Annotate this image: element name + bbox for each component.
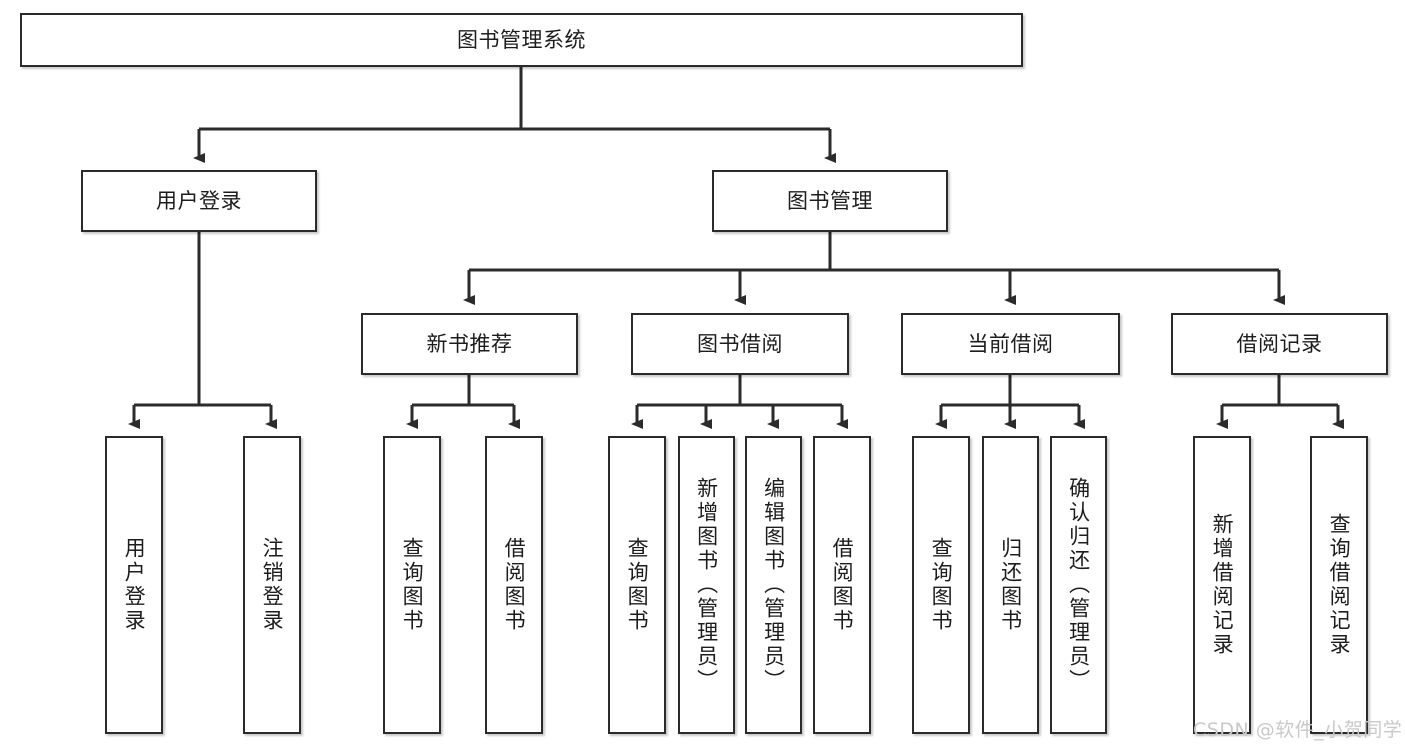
node-book-borrow-label: 图书借阅: [697, 331, 783, 356]
leaf-book-borrow-edit-label: 编辑图书（管理员）: [761, 477, 786, 693]
leaf-new-book-borrow-label: 借阅图书: [502, 537, 527, 633]
leaf-book-borrow-borrow-label: 借阅图书: [830, 537, 855, 633]
leaf-current-borrow-confirm-label: 确认归还（管理员）: [1066, 477, 1091, 693]
node-borrow-record-label: 借阅记录: [1236, 331, 1323, 356]
leaf-book-borrow-add-label: 新增图书（管理员）: [694, 477, 719, 693]
node-new-book-recommend-label: 新书推荐: [426, 331, 513, 356]
leaf-borrow-record-query[interactable]: 查询借阅记录: [1310, 436, 1368, 734]
leaf-book-borrow-add[interactable]: 新增图书（管理员）: [678, 436, 735, 734]
node-user-login-label: 用户登录: [156, 188, 242, 213]
leaf-user-login-signout-label: 注销登录: [260, 537, 285, 633]
leaf-new-book-borrow[interactable]: 借阅图书: [485, 436, 543, 734]
leaf-book-borrow-borrow[interactable]: 借阅图书: [813, 436, 871, 734]
leaf-current-borrow-return-label: 归还图书: [998, 537, 1023, 633]
leaf-user-login-signin-label: 用户登录: [122, 537, 147, 633]
leaf-user-login-signout[interactable]: 注销登录: [243, 436, 301, 734]
leaf-borrow-record-add[interactable]: 新增借阅记录: [1193, 436, 1251, 734]
node-book-management[interactable]: 图书管理: [712, 170, 948, 232]
leaf-book-borrow-query-label: 查询图书: [625, 537, 650, 633]
leaf-borrow-record-query-label: 查询借阅记录: [1327, 513, 1352, 657]
leaf-borrow-record-add-label: 新增借阅记录: [1210, 513, 1235, 657]
leaf-book-borrow-edit[interactable]: 编辑图书（管理员）: [745, 436, 802, 734]
node-current-borrow-label: 当前借阅: [967, 331, 1054, 356]
node-borrow-record[interactable]: 借阅记录: [1171, 313, 1388, 375]
leaf-current-borrow-confirm[interactable]: 确认归还（管理员）: [1050, 436, 1107, 734]
leaf-new-book-query-label: 查询图书: [400, 537, 425, 633]
node-root[interactable]: 图书管理系统: [20, 13, 1023, 67]
node-book-management-label: 图书管理: [787, 188, 873, 213]
leaf-current-borrow-return[interactable]: 归还图书: [982, 436, 1039, 734]
node-user-login[interactable]: 用户登录: [81, 170, 317, 232]
leaf-new-book-query[interactable]: 查询图书: [383, 436, 441, 734]
node-root-label: 图书管理系统: [457, 27, 586, 52]
leaf-book-borrow-query[interactable]: 查询图书: [608, 436, 666, 734]
node-current-borrow[interactable]: 当前借阅: [901, 313, 1120, 375]
node-book-borrow[interactable]: 图书借阅: [631, 313, 849, 375]
leaf-current-borrow-query-label: 查询图书: [929, 537, 954, 633]
leaf-user-login-signin[interactable]: 用户登录: [105, 436, 163, 734]
node-new-book-recommend[interactable]: 新书推荐: [361, 313, 578, 375]
leaf-current-borrow-query[interactable]: 查询图书: [912, 436, 970, 734]
csdn-watermark: CSDN @软件_小贺同学: [1193, 719, 1403, 741]
